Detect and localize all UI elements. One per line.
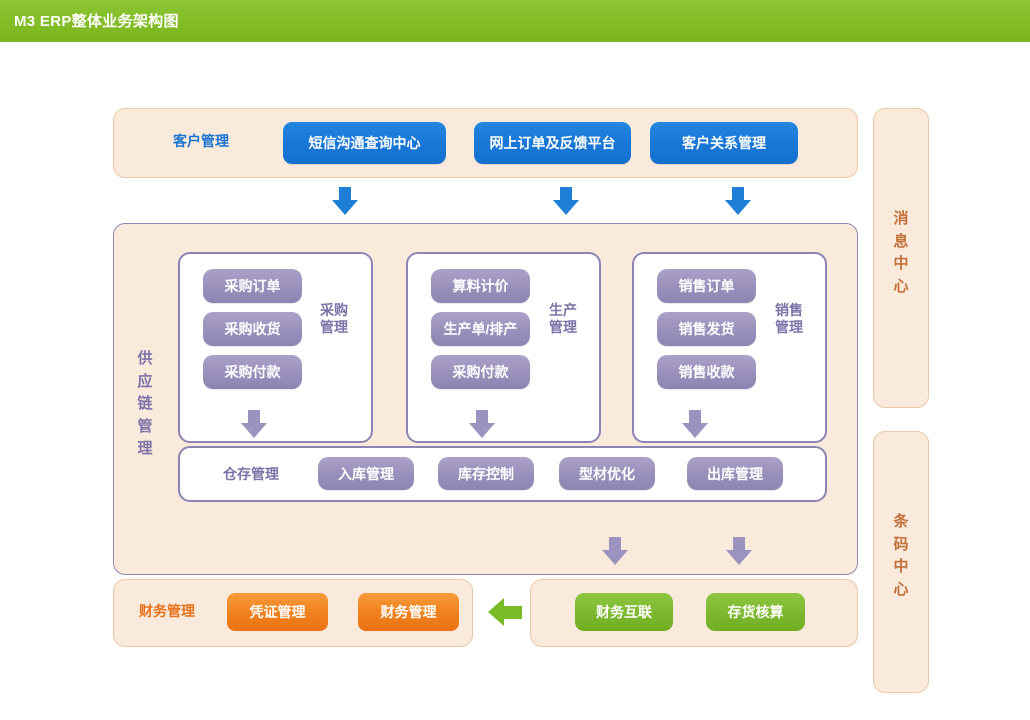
arrow-left-icon: [488, 598, 522, 626]
arrow-down-icon: [602, 537, 628, 565]
arrow-down-icon: [469, 410, 495, 438]
sales-receipt-button[interactable]: 销售收款: [657, 355, 756, 389]
inventory-control-button[interactable]: 库存控制: [438, 457, 534, 490]
page-title: M3 ERP整体业务架构图: [14, 13, 179, 30]
message-center-label: 消息中心: [893, 210, 909, 295]
arrow-down-icon: [726, 537, 752, 565]
production-purchase-payment-button[interactable]: 采购付款: [431, 355, 530, 389]
outbound-management-button[interactable]: 出库管理: [687, 457, 783, 490]
diagram-canvas: 客户管理 短信沟通查询中心 网上订单及反馈平台 客户关系管理 供应链管理 采购 …: [0, 46, 1030, 720]
sales-module-title: 销售 管理: [775, 302, 803, 336]
arrow-down-icon: [682, 410, 708, 438]
arrow-down-icon: [725, 187, 751, 215]
arrow-down-icon: [553, 187, 579, 215]
voucher-management-button[interactable]: 凭证管理: [227, 593, 328, 631]
procurement-module-title: 采购 管理: [320, 302, 348, 336]
material-pricing-button[interactable]: 算料计价: [431, 269, 530, 303]
financial-interconnect-button[interactable]: 财务互联: [575, 593, 673, 631]
inbound-management-button[interactable]: 入库管理: [318, 457, 414, 490]
crm-button[interactable]: 客户关系管理: [650, 122, 798, 164]
profile-optimization-button[interactable]: 型材优化: [559, 457, 655, 490]
sms-center-button[interactable]: 短信沟通查询中心: [283, 122, 446, 164]
barcode-center-label: 条码中心: [893, 513, 909, 598]
sales-delivery-button[interactable]: 销售发货: [657, 312, 756, 346]
supply-chain-label: 供应链管理: [137, 350, 153, 457]
financial-management-button[interactable]: 财务管理: [358, 593, 459, 631]
online-order-platform-button[interactable]: 网上订单及反馈平台: [474, 122, 631, 164]
arrow-down-icon: [241, 410, 267, 438]
sales-order-button[interactable]: 销售订单: [657, 269, 756, 303]
warehouse-label: 仓存管理: [223, 466, 279, 482]
production-module-title: 生产 管理: [549, 302, 577, 336]
purchase-receipt-button[interactable]: 采购收货: [203, 312, 302, 346]
customer-management-label: 客户管理: [173, 133, 229, 149]
arrow-down-icon: [332, 187, 358, 215]
barcode-center-panel[interactable]: [873, 431, 929, 693]
app-header: M3 ERP整体业务架构图: [0, 0, 1030, 44]
inventory-accounting-button[interactable]: 存货核算: [706, 593, 805, 631]
purchase-payment-button[interactable]: 采购付款: [203, 355, 302, 389]
message-center-panel[interactable]: [873, 108, 929, 408]
finance-label: 财务管理: [139, 603, 195, 619]
purchase-order-button[interactable]: 采购订单: [203, 269, 302, 303]
production-order-schedule-button[interactable]: 生产单/排产: [431, 312, 530, 346]
